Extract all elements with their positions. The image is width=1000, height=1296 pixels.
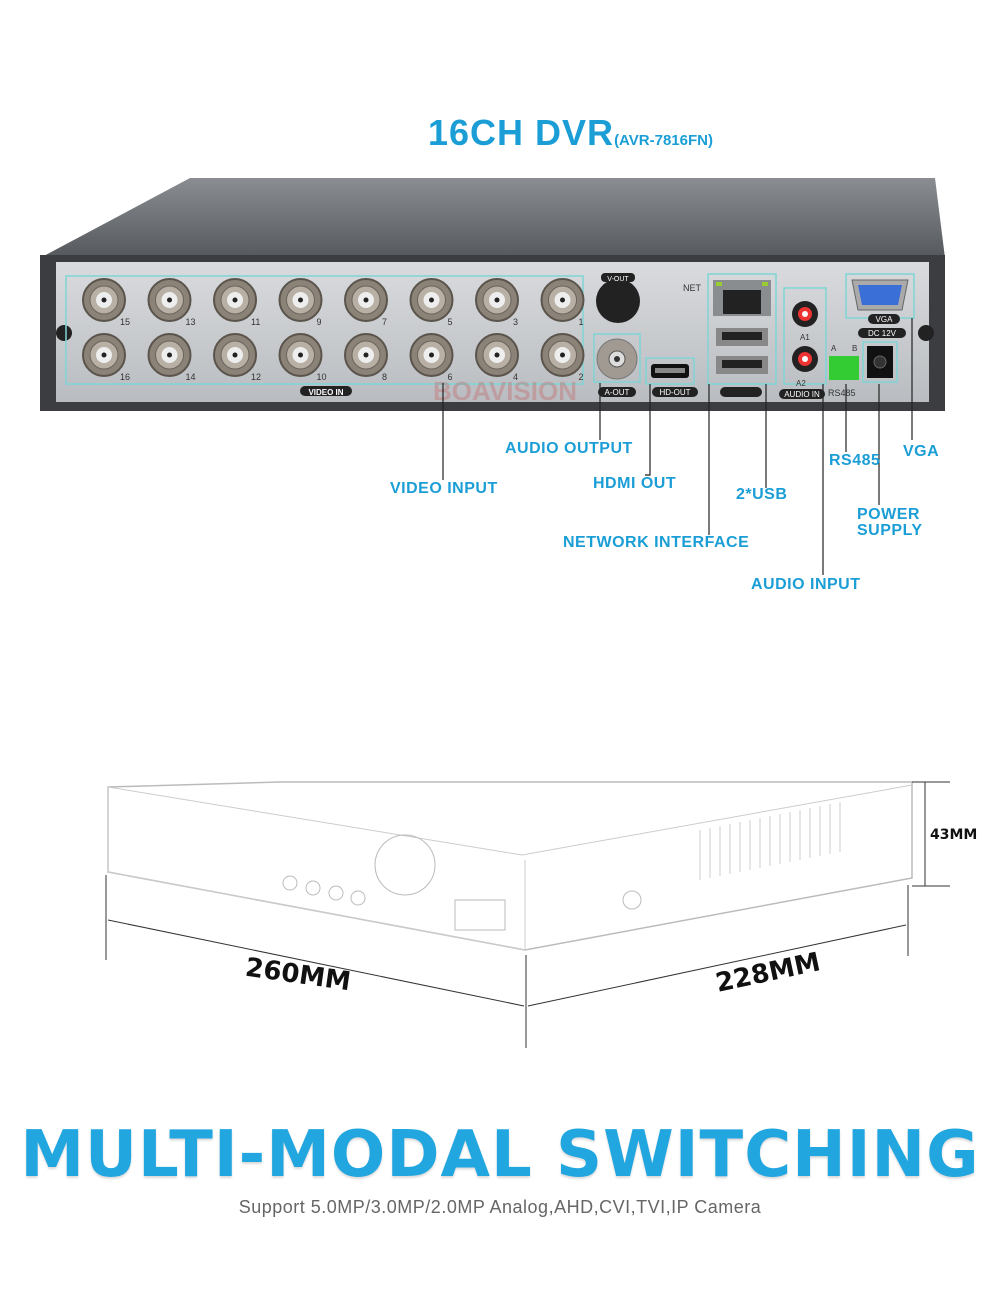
- port-number: 15: [120, 317, 130, 327]
- port-number: 4: [513, 372, 518, 382]
- port-number: 8: [382, 372, 387, 382]
- port-number: 7: [382, 317, 387, 327]
- dc-label: DC 12V: [868, 329, 897, 338]
- callout-usb: 2*USB: [736, 486, 788, 503]
- bnc-video-port: 7: [344, 278, 388, 327]
- vga-label: VGA: [876, 315, 894, 324]
- callout-power-line1: POWER: [857, 506, 920, 523]
- product-title: 16CH DVR(AVR-7816FN): [428, 112, 713, 154]
- callout-power-line2: SUPPLY: [857, 522, 923, 539]
- usb-icon: [720, 387, 762, 397]
- subheadline: Support 5.0MP/3.0MP/2.0MP Analog,AHD,CVI…: [238, 1197, 762, 1217]
- bnc-video-port: 11: [213, 278, 260, 327]
- dvr-dimension-drawing: [105, 781, 950, 1048]
- dvr-top-cover: [40, 178, 945, 258]
- a-out-label: A-OUT: [605, 388, 630, 397]
- v-out-port: [596, 279, 640, 323]
- net-label: NET: [683, 283, 702, 293]
- port-number: 2: [579, 372, 584, 382]
- hd-out-label: HD-OUT: [659, 388, 690, 397]
- callout-audio-input: AUDIO INPUT: [751, 576, 861, 593]
- rs485-label: RS485: [828, 388, 856, 398]
- bnc-video-port: 9: [278, 278, 323, 327]
- audio-in-label: AUDIO IN: [784, 390, 820, 399]
- bnc-video-port: 16: [82, 333, 130, 382]
- bnc-video-port: 8: [344, 333, 388, 382]
- callout-vga: VGA: [903, 443, 940, 460]
- port-number: 10: [317, 372, 327, 382]
- rs-b-label: B: [852, 344, 857, 353]
- port-number: 13: [186, 317, 196, 327]
- port-number: 6: [448, 372, 453, 382]
- rs485-terminal: [829, 356, 859, 380]
- port-number: 3: [513, 317, 518, 327]
- bnc-video-port: 15: [82, 278, 130, 327]
- port-number: 11: [251, 317, 260, 327]
- dvr-back-panel: 15 13 11 9 7 5 3 1 16 14 12 10 8 6 4 2 VIDEO IN BOAVISI…: [40, 178, 945, 575]
- title-model: (AVR-7816FN): [614, 132, 713, 149]
- bnc-video-port: 3: [475, 278, 519, 327]
- port-number: 16: [120, 372, 130, 382]
- port-number: 1: [579, 317, 584, 327]
- callout-audio-output: AUDIO OUTPUT: [505, 440, 633, 457]
- port-number: 5: [448, 317, 453, 327]
- vga-port: [858, 285, 902, 305]
- a1-label: A1: [800, 333, 810, 342]
- bnc-video-port: 5: [409, 278, 454, 327]
- title-main: 16CH DVR: [428, 112, 615, 153]
- v-out-label: V-OUT: [607, 276, 629, 283]
- bnc-video-port: 1: [540, 278, 585, 327]
- video-in-highlight: [65, 275, 584, 385]
- a-out-port: [614, 356, 620, 362]
- a2-label: A2: [796, 379, 806, 388]
- callout-hdmi-out: HDMI OUT: [593, 475, 677, 492]
- bnc-video-port: 14: [147, 333, 196, 382]
- bnc-video-port: 4: [475, 333, 519, 382]
- watermark: BOAVISION: [433, 376, 577, 406]
- bnc-video-port: 13: [147, 278, 196, 327]
- video-in-label: VIDEO IN: [308, 388, 343, 397]
- callout-network: NETWORK INTERFACE: [563, 534, 750, 551]
- callout-video-input: VIDEO INPUT: [390, 480, 498, 497]
- headline: MULTI-MODAL SWITCHING: [20, 1118, 980, 1192]
- bnc-video-port: 6: [409, 333, 454, 382]
- height-dimension: 43MM: [930, 827, 978, 843]
- vent-slots: [699, 802, 841, 880]
- bnc-video-port: 10: [278, 333, 327, 382]
- port-number: 12: [251, 372, 261, 382]
- port-number: 9: [317, 317, 322, 327]
- callout-rs485: RS485: [829, 452, 881, 469]
- port-number: 14: [186, 372, 196, 382]
- callout-lines: [442, 318, 913, 575]
- bnc-video-port: 12: [213, 333, 261, 382]
- bnc-video-port: 2: [540, 333, 585, 382]
- rs-a-label: A: [831, 344, 837, 353]
